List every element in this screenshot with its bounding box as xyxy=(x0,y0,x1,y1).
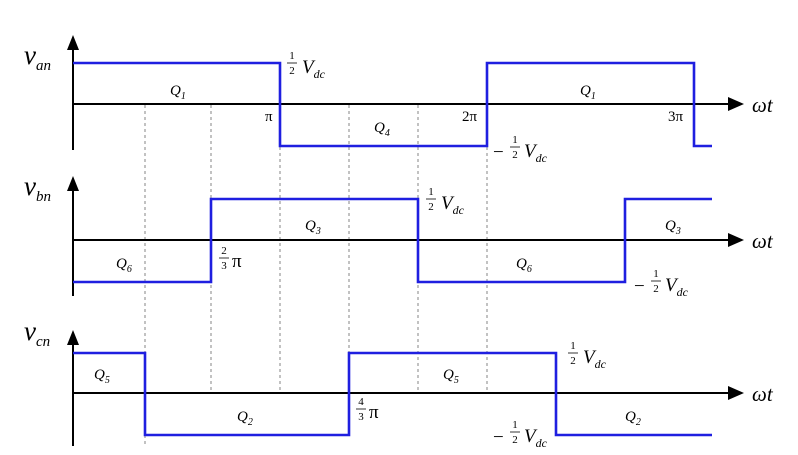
svg-text:4: 4 xyxy=(358,396,364,408)
vbn-pos-level-label: 1 2 Vdc xyxy=(426,186,465,217)
vbn-time-arrow xyxy=(728,233,744,247)
svg-text:Vdc: Vdc xyxy=(302,57,326,81)
svg-text:2: 2 xyxy=(428,201,434,213)
svg-text:1: 1 xyxy=(512,134,518,146)
panel-van: van ωt Q1 Q4 Q1 1 2 Vdc − 1 2 Vdc π 2π 3… xyxy=(24,35,774,165)
svg-text:3: 3 xyxy=(221,260,227,272)
vbn-phase-label: 2 3 π xyxy=(219,245,242,272)
svg-text:1: 1 xyxy=(570,340,576,352)
vbn-segment-q6-b: Q6 xyxy=(516,256,532,275)
vcn-time-label: ωt xyxy=(752,382,774,406)
vbn-segment-q3-a: Q3 xyxy=(305,218,321,237)
panel-vcn: vcn ωt Q5 Q2 Q5 Q2 1 2 Vdc − 1 2 Vdc 4 3… xyxy=(24,316,774,450)
vbn-axis-label: vbn xyxy=(24,171,51,205)
svg-text:2: 2 xyxy=(570,355,576,367)
van-neg-level-label: − 1 2 Vdc xyxy=(493,134,548,165)
vbn-time-label: ωt xyxy=(752,229,774,253)
vbn-segment-q6-a: Q6 xyxy=(116,256,132,275)
svg-text:−: − xyxy=(634,276,645,297)
svg-text:1: 1 xyxy=(289,50,295,62)
svg-text:2: 2 xyxy=(512,434,518,446)
svg-text:3: 3 xyxy=(358,411,364,423)
van-segment-q1-b: Q1 xyxy=(580,83,596,102)
vbn-vertical-arrow xyxy=(67,176,79,191)
svg-text:2: 2 xyxy=(289,65,295,77)
van-segment-q4: Q4 xyxy=(374,120,390,139)
van-segment-q1-a: Q1 xyxy=(170,83,186,102)
van-tick-pi: π xyxy=(265,109,273,125)
van-pos-level-label: 1 2 Vdc xyxy=(287,50,326,81)
guide-lines xyxy=(144,105,488,446)
vcn-phase-label: 4 3 π xyxy=(356,396,379,423)
vcn-segment-q2-b: Q2 xyxy=(625,409,641,428)
van-time-arrow xyxy=(728,97,744,111)
svg-text:Vdc: Vdc xyxy=(524,426,548,450)
vcn-segment-q2-a: Q2 xyxy=(237,409,253,428)
svg-text:−: − xyxy=(493,427,504,448)
svg-text:1: 1 xyxy=(428,186,434,198)
svg-text:−: − xyxy=(493,142,504,163)
vcn-pos-level-label: 1 2 Vdc xyxy=(568,340,607,371)
svg-text:Vdc: Vdc xyxy=(524,141,548,165)
svg-text:Vdc: Vdc xyxy=(441,193,465,217)
vbn-waveform xyxy=(73,197,712,284)
svg-text:Vdc: Vdc xyxy=(665,275,689,299)
vbn-neg-level-label: − 1 2 Vdc xyxy=(634,268,689,299)
van-vertical-arrow xyxy=(67,35,79,50)
van-axis-label: van xyxy=(24,40,51,74)
svg-text:2: 2 xyxy=(512,149,518,161)
vcn-vertical-arrow xyxy=(67,330,79,345)
panel-vbn: vbn ωt Q6 Q3 Q6 Q3 1 2 Vdc − 1 2 Vdc 2 3… xyxy=(24,171,774,299)
svg-text:π: π xyxy=(369,402,379,423)
svg-text:π: π xyxy=(232,251,242,272)
svg-text:Vdc: Vdc xyxy=(583,347,607,371)
svg-text:1: 1 xyxy=(653,268,659,280)
van-time-label: ωt xyxy=(752,93,774,117)
vbn-segment-q3-b: Q3 xyxy=(665,218,681,237)
vcn-axis-label: vcn xyxy=(24,316,50,350)
svg-text:2: 2 xyxy=(221,245,227,257)
vcn-waveform xyxy=(73,351,712,437)
vcn-segment-q5-a: Q5 xyxy=(94,367,110,386)
vcn-time-arrow xyxy=(728,386,744,400)
van-tick-3pi: 3π xyxy=(668,109,684,125)
vcn-neg-level-label: − 1 2 Vdc xyxy=(493,419,548,450)
svg-text:1: 1 xyxy=(512,419,518,431)
van-waveform xyxy=(73,61,712,148)
vcn-segment-q5-b: Q5 xyxy=(443,367,459,386)
van-tick-2pi: 2π xyxy=(462,109,478,125)
svg-text:2: 2 xyxy=(653,283,659,295)
